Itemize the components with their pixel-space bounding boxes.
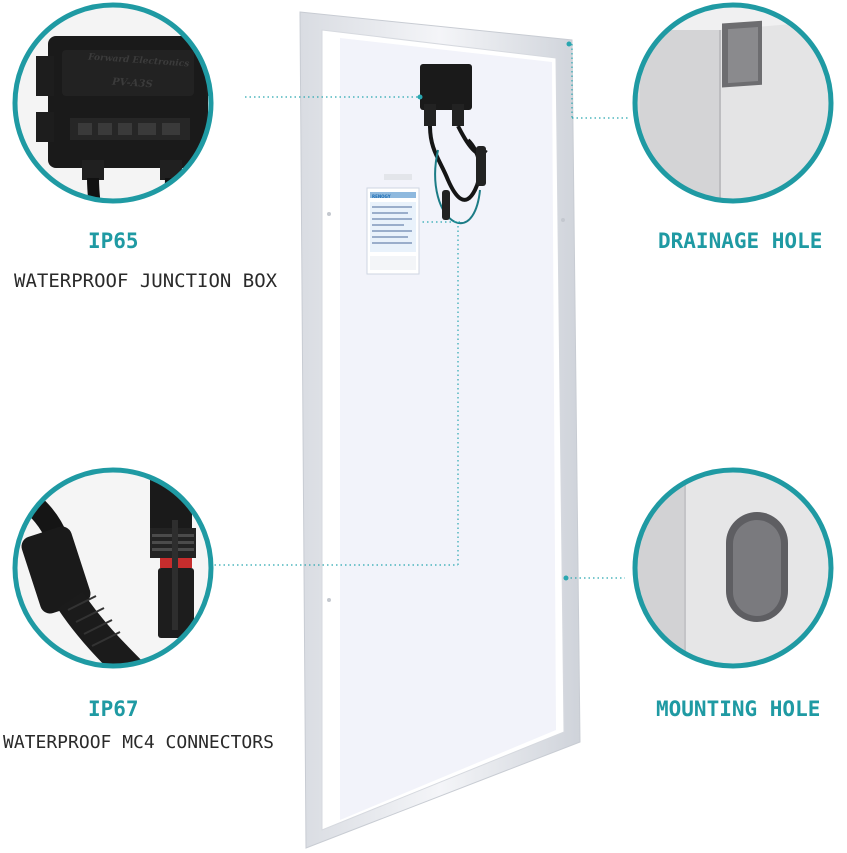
junction-box-icon [12, 2, 214, 204]
panel-spec-label [366, 174, 420, 275]
panel-junction-box [420, 64, 488, 225]
solar-panel-back [299, 11, 581, 849]
callout-leaders [210, 44, 628, 581]
junction-box-description: WATERPROOF JUNCTION BOX [14, 270, 278, 292]
mc4-connector-icon [12, 467, 214, 669]
mounting-hole-title: MOUNTING HOLE [656, 697, 821, 721]
panel-label-brand: RENOGY [372, 194, 391, 199]
mounting-hole-icon [632, 467, 834, 669]
drainage-hole-title: DRAINAGE HOLE [658, 229, 823, 253]
connectors-description: WATERPROOF MC4 CONNECTORS [3, 732, 274, 753]
connectors-rating: IP67 [88, 697, 139, 721]
junction-box-rating: IP65 [88, 229, 139, 253]
drainage-hole-icon [632, 2, 834, 204]
